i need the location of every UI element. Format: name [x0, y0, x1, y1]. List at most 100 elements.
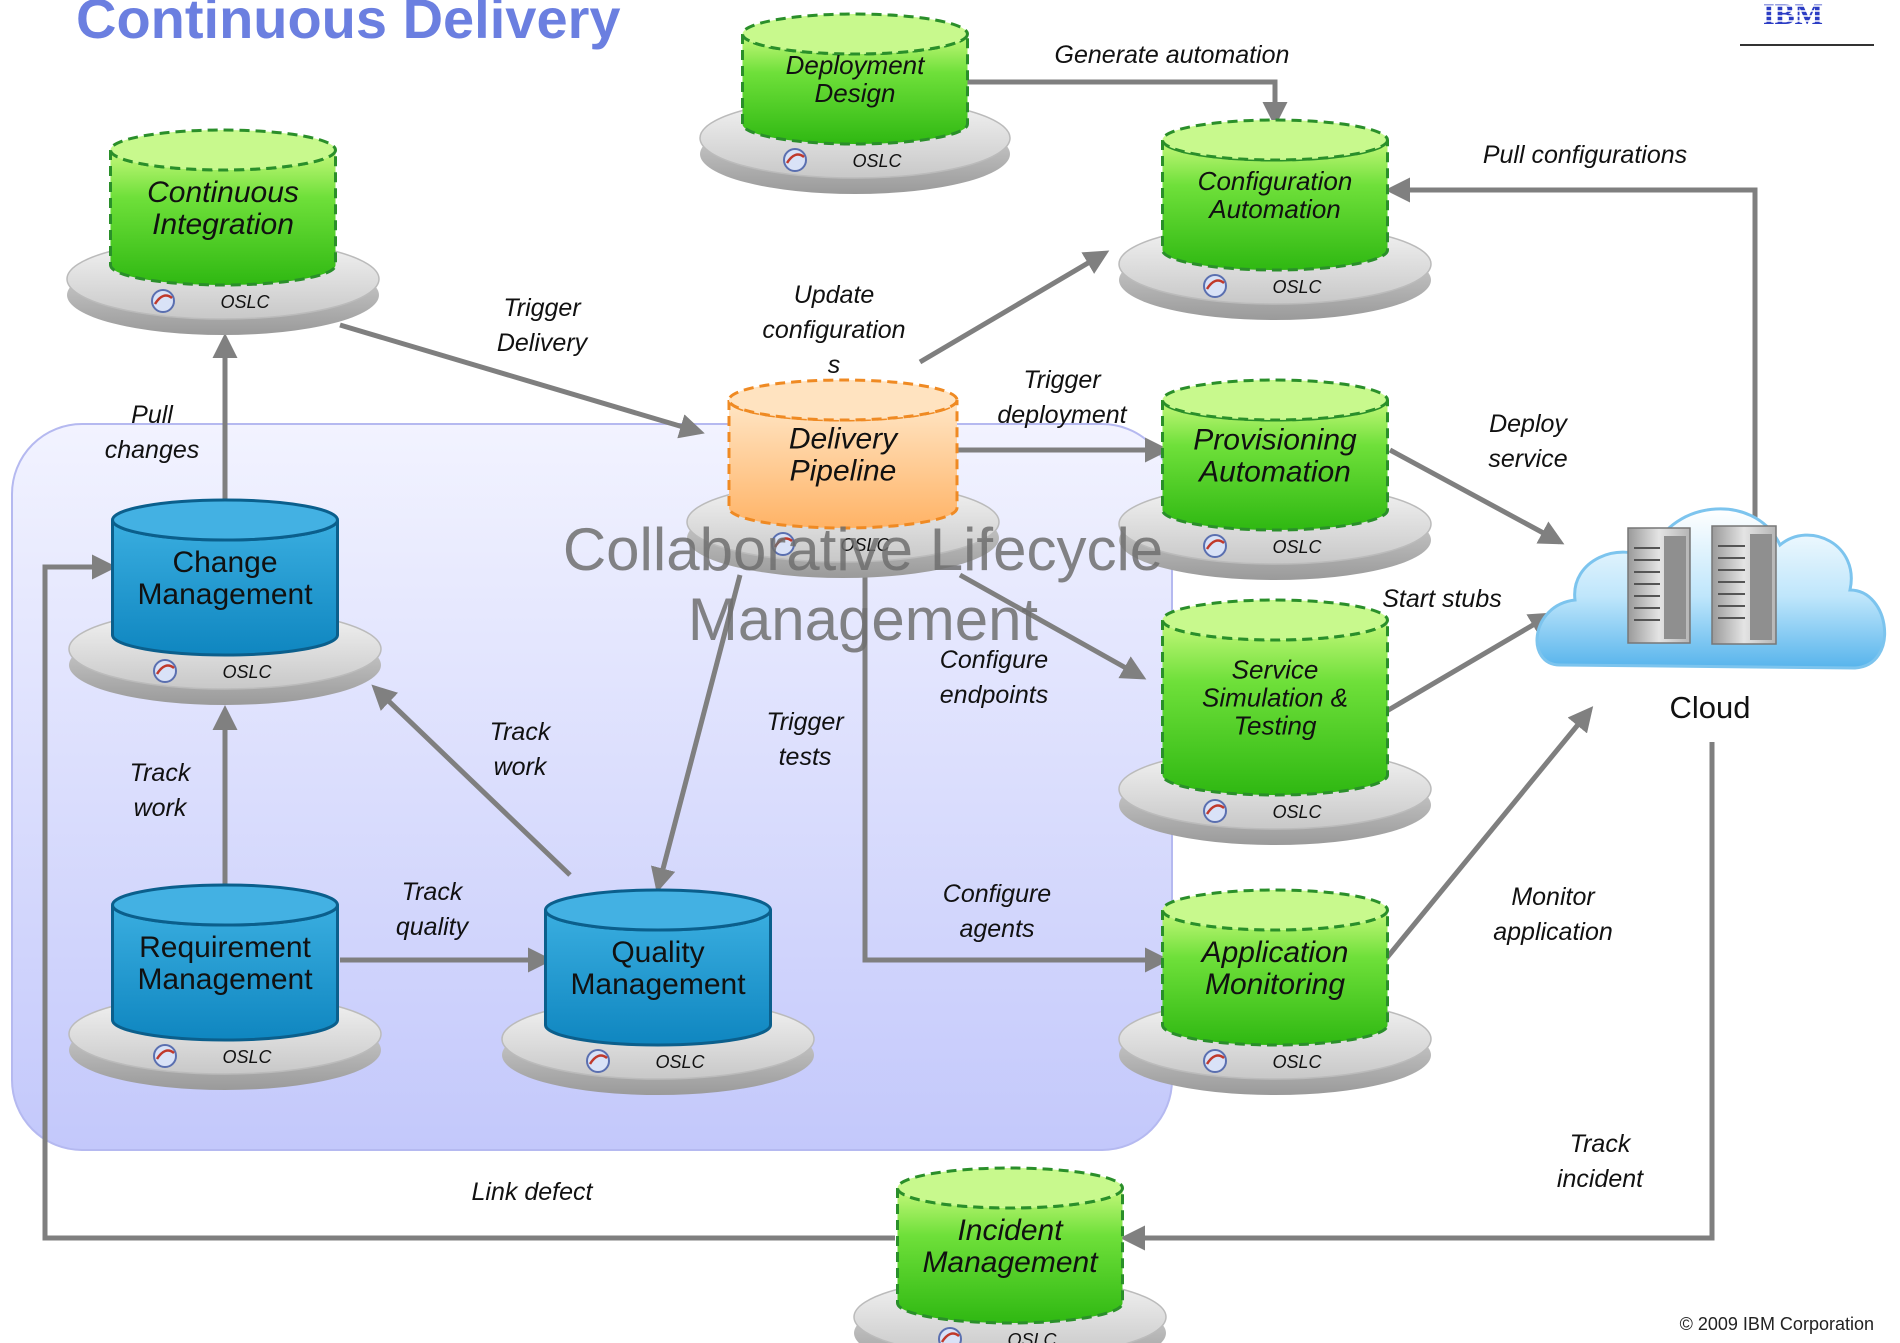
- edge-label-line: Generate automation: [1055, 41, 1290, 69]
- ibm-logo: IBM: [1748, 0, 1838, 28]
- connector-arrow: [1383, 706, 1594, 962]
- cloud-label: Cloud: [1670, 690, 1751, 725]
- oslc-logo-swoosh: [1205, 539, 1225, 550]
- cylinder-top: [109, 128, 337, 172]
- edge-label-line: Track: [490, 718, 552, 746]
- edge-label-line: Configure: [943, 880, 1051, 908]
- connector-arrow: [918, 250, 1110, 365]
- oslc-badge: OSLC: [1007, 1330, 1057, 1343]
- edge-label-line: Link defect: [472, 1178, 594, 1206]
- node-label: Provisioning: [1193, 423, 1357, 456]
- node-label: Monitoring: [1205, 968, 1345, 1001]
- node-label: Incident: [957, 1214, 1064, 1247]
- oslc-logo-icon: [151, 289, 175, 313]
- oslc-logo-swoosh: [1205, 1054, 1225, 1065]
- ibm-logo-text: IBM: [1763, 0, 1823, 28]
- node-label: Change: [172, 546, 277, 579]
- edge-label-line: changes: [105, 436, 200, 464]
- node-label: Application: [1200, 936, 1349, 969]
- edge-label-line: s: [828, 351, 841, 379]
- node-label: Design: [815, 78, 896, 108]
- oslc-badge: OSLC: [840, 535, 890, 555]
- oslc-logo-icon: [1203, 799, 1227, 823]
- connector-arrow: [371, 684, 572, 877]
- node-label: Automation: [1197, 456, 1351, 489]
- oslc-logo-icon: [783, 148, 807, 172]
- connector-arrows: [42, 79, 1758, 1251]
- cloud[interactable]: Cloud: [1535, 507, 1887, 725]
- edge-label-line: incident: [1557, 1165, 1644, 1193]
- link-defect-label: Link defect: [472, 1178, 594, 1206]
- node-label: Management: [137, 963, 313, 996]
- edge-label-line: application: [1493, 918, 1613, 946]
- edge-label-line: Start stubs: [1382, 585, 1502, 613]
- oslc-badge: OSLC: [1272, 1052, 1322, 1072]
- oslc-badge: OSLC: [1272, 802, 1322, 822]
- connector-arrow: [862, 570, 1170, 973]
- cylinder-body: [109, 149, 337, 287]
- connector-arrow: [42, 554, 895, 1241]
- node-label: Pipeline: [790, 455, 897, 488]
- edge-label-line: quality: [396, 913, 470, 941]
- track-quality-label: Track quality: [396, 878, 470, 941]
- oslc-logo-swoosh: [773, 537, 793, 548]
- oslc-badge: OSLC: [852, 151, 902, 171]
- start-stubs-label: Start stubs: [1382, 585, 1502, 613]
- oslc-logo-swoosh: [1205, 804, 1225, 815]
- cylinder-top: [741, 12, 969, 56]
- logo-underline: [1740, 44, 1874, 46]
- cloud-shape: [1535, 507, 1887, 670]
- edge-label-line: tests: [779, 743, 832, 771]
- oslc-badge: OSLC: [655, 1052, 705, 1072]
- oslc-logo-swoosh: [940, 1332, 960, 1343]
- clm-watermark-line1: Collaborative Lifecycle: [563, 516, 1163, 583]
- cylinder-top: [544, 888, 772, 932]
- edge-label-line: service: [1488, 445, 1567, 473]
- edge-label-line: configuration: [762, 316, 905, 344]
- oslc-logo-swoosh: [155, 664, 175, 675]
- node-label: Management: [922, 1246, 1099, 1279]
- edge-label-line: Track: [402, 878, 464, 906]
- connector-arrow: [1120, 742, 1715, 1251]
- edge-label-line: Track: [1570, 1130, 1632, 1158]
- connector-arrow: [339, 322, 705, 439]
- server-icon: [1627, 527, 1691, 644]
- connector-arrow: [958, 572, 1147, 680]
- connector-arrow: [1383, 612, 1555, 715]
- cylinder-body: [896, 1187, 1124, 1325]
- node-label: Service: [1232, 655, 1319, 685]
- pull-configurations-label: Pull configurations: [1483, 141, 1687, 169]
- oslc-logo-swoosh: [588, 1054, 608, 1065]
- node-label: Deployment: [786, 50, 927, 80]
- server-icon: [1711, 525, 1777, 645]
- edge-label-line: Track: [130, 759, 192, 787]
- clm-watermark: Collaborative Lifecycle Management: [563, 516, 1163, 653]
- node-label: Testing: [1234, 711, 1317, 741]
- oslc-logo-icon: [586, 1049, 610, 1073]
- node-label: Integration: [152, 208, 294, 241]
- cylinder-top: [727, 378, 959, 422]
- cylinder-top: [1161, 888, 1389, 932]
- cylinder-body: [1161, 909, 1389, 1047]
- oslc-logo-swoosh: [153, 294, 173, 305]
- oslc-logo-icon: [1203, 274, 1227, 298]
- oslc-badge: OSLC: [1272, 277, 1322, 297]
- node-label: Delivery: [789, 422, 899, 455]
